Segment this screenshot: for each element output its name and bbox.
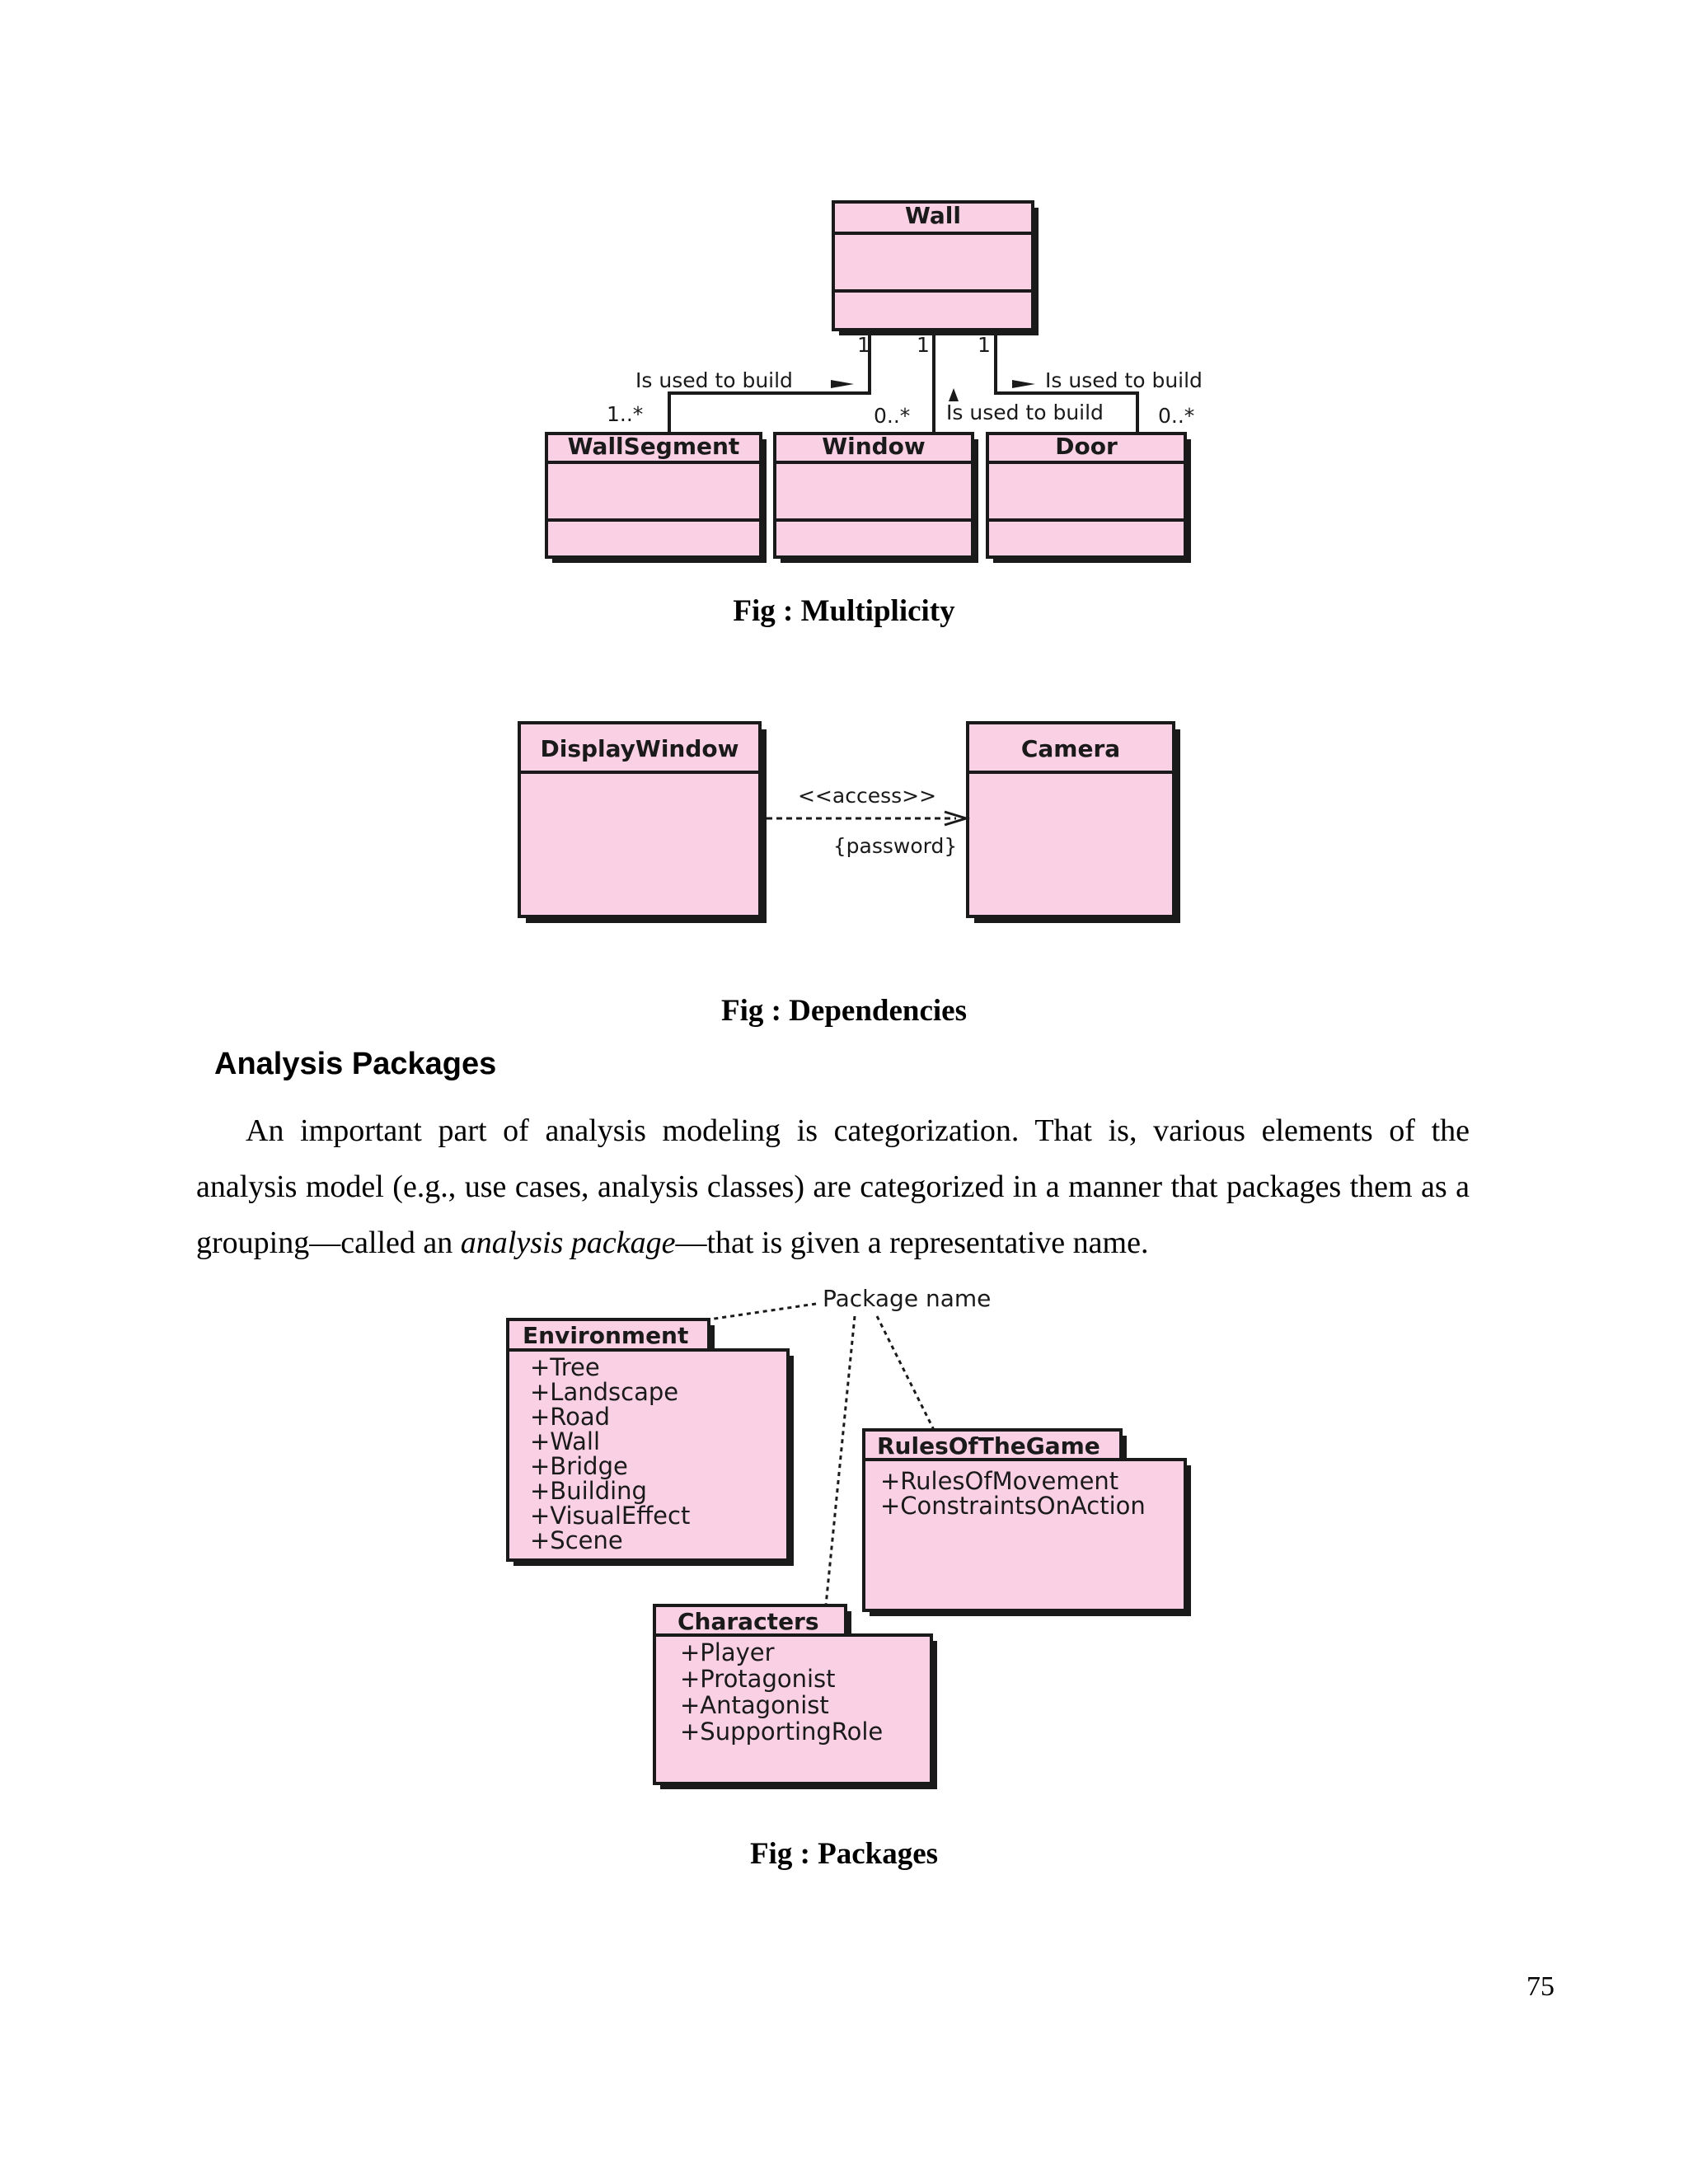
package-item: +Player [680, 1638, 775, 1666]
wall-class-name: Wall [905, 202, 961, 229]
rulesofthegame-package: RulesOfTheGame +RulesOfMovement +Constra… [862, 1428, 1191, 1616]
mult-wall-window-end: 1 [917, 333, 930, 357]
characters-package-name: Characters [678, 1608, 819, 1635]
wallsegment-class-name: WallSegment [568, 433, 740, 460]
package-item: +Antagonist [680, 1691, 829, 1719]
figure-caption-multiplicity: Fig : Multiplicity [733, 594, 955, 628]
package-item: +VisualEffect [530, 1502, 690, 1530]
label-segment: Is used to build [635, 368, 793, 392]
camera-class: Camera [966, 721, 1180, 923]
pointer-rules [875, 1315, 935, 1431]
package-item: +Scene [530, 1526, 623, 1554]
window-class: Window [773, 432, 978, 563]
package-item: +RulesOfMovement [880, 1467, 1118, 1495]
association-door [994, 330, 1139, 434]
environment-package: Environment +Tree +Landscape +Road +Wall… [506, 1318, 794, 1566]
section-heading: Analysis Packages [214, 1047, 497, 1081]
arrow-right-icon [831, 380, 854, 388]
pointer-characters [824, 1315, 856, 1606]
package-item: +Building [530, 1477, 647, 1505]
door-class-name: Door [1055, 433, 1118, 460]
arrow-up-icon [949, 388, 959, 401]
rulesofthegame-package-name: RulesOfTheGame [877, 1432, 1100, 1460]
environment-items: +Tree +Landscape +Road +Wall +Bridge +Bu… [530, 1353, 690, 1554]
package-item: +Bridge [530, 1452, 628, 1480]
mult-wall-door-end: 1 [978, 333, 991, 357]
association-segment [668, 330, 871, 434]
package-item: +Wall [530, 1427, 600, 1455]
packages-diagram: Environment +Tree +Landscape +Road +Wall… [506, 1285, 1191, 1789]
package-item: +Protagonist [680, 1665, 836, 1693]
paragraph-text: An important part of analysis modeling i… [196, 1113, 1470, 1260]
dependency-stereotype: <<access>> [798, 784, 936, 808]
package-item: +SupportingRole [680, 1718, 883, 1746]
dependency-constraint: {password} [833, 834, 958, 858]
dependency-arrowhead-icon [944, 810, 971, 827]
characters-package: Characters +Player +Protagonist +Antagon… [653, 1604, 937, 1789]
mult-segment: 1..* [607, 402, 643, 426]
mult-wall-segment-end: 1 [857, 333, 870, 357]
label-window: Is used to build [946, 401, 1104, 424]
window-class-name: Window [822, 433, 926, 460]
figure-caption-dependencies: Fig : Dependencies [720, 994, 968, 1028]
label-door: Is used to build [1045, 368, 1203, 392]
door-class: Door [986, 432, 1191, 563]
environment-package-name: Environment [523, 1322, 688, 1349]
package-item: +ConstraintsOnAction [880, 1492, 1146, 1520]
mult-door: 0..* [1158, 404, 1194, 428]
multiplicity-diagram: Wall WallSegment Window Door [545, 200, 1203, 563]
paragraph-text-end: —that is given a representative name. [675, 1226, 1149, 1260]
page-number: 75 [1526, 1971, 1554, 2002]
package-item: +Tree [530, 1353, 600, 1381]
package-item: +Landscape [530, 1378, 678, 1406]
displaywindow-class: DisplayWindow [518, 721, 767, 923]
package-item: +Road [530, 1403, 610, 1431]
wall-class: Wall [832, 200, 1039, 335]
paragraph-emphasis: analysis package [460, 1226, 676, 1260]
displaywindow-class-name: DisplayWindow [541, 735, 739, 762]
arrow-left-icon [1012, 380, 1035, 388]
camera-class-name: Camera [1021, 735, 1120, 762]
mult-window: 0..* [874, 404, 910, 428]
pointer-environment [708, 1302, 817, 1321]
dependencies-diagram: DisplayWindow Camera <<access>> {passwor… [518, 721, 1180, 923]
package-name-label: Package name [823, 1285, 991, 1312]
figure-caption-packages: Fig : Packages [749, 1837, 939, 1871]
section-paragraph: An important part of analysis modeling i… [196, 1103, 1470, 1271]
wallsegment-class: WallSegment [545, 432, 767, 563]
